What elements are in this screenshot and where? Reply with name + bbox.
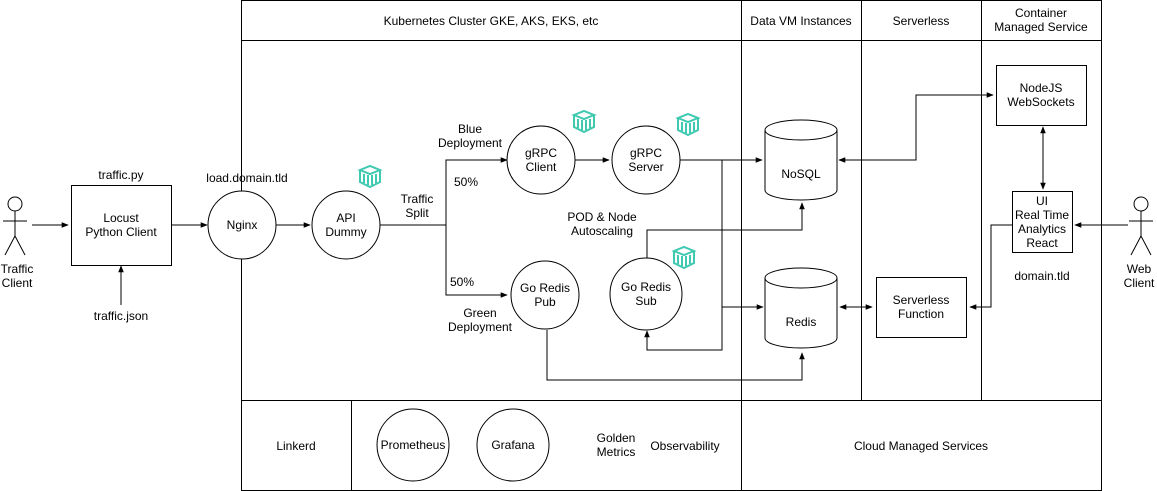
nosql-node-label: NoSQL	[781, 167, 821, 181]
ui-box	[1012, 191, 1073, 253]
edge-pub-redis	[546, 330, 805, 381]
nginx-node-label: Nginx	[226, 218, 258, 232]
nodejs-node-label: NodeJS WebSockets	[1007, 81, 1075, 109]
load-domain-label: load.domain.tld	[206, 171, 288, 185]
edge-nosql-nodejs	[838, 92, 994, 163]
grafana-circle	[476, 408, 550, 482]
autoscaling-label: POD & Node Autoscaling	[567, 210, 637, 238]
api-dummy-node-label: API Dummy	[325, 211, 367, 239]
header-serverless: Serverless	[892, 14, 950, 28]
kubernetes-pod-icon	[357, 165, 383, 189]
golden-metrics-label: Golden Metrics	[596, 431, 636, 459]
web-client-label: Web Client	[1123, 262, 1155, 290]
serverless-function-box	[876, 277, 967, 338]
traffic-json-label: traffic.json	[93, 309, 149, 323]
domain-label: domain.tld	[1014, 269, 1070, 283]
connectors	[32, 92, 1128, 381]
serverless-function-node-label: Serverless Function	[892, 293, 950, 321]
locust-box	[71, 185, 172, 266]
edge-sub-nosql	[646, 202, 805, 258]
redis-cylinder	[764, 278, 838, 349]
header-data-vm: Data VM Instances	[750, 14, 852, 28]
green-percent-label: 50%	[449, 275, 475, 289]
observability-label: Observability	[650, 439, 720, 453]
cloud-managed-label: Cloud Managed Services	[853, 439, 989, 453]
go-redis-sub-circle	[609, 257, 683, 331]
go-redis-sub-node-label: Go Redis Sub	[620, 280, 672, 308]
go-redis-pub-node-label: Go Redis Pub	[519, 281, 571, 309]
grpc-client-node-label: gRPC Client	[524, 146, 557, 174]
nosql-cylinder	[764, 130, 838, 201]
grpc-server-circle	[611, 125, 681, 195]
grpc-server-node-label: gRPC Server	[628, 146, 664, 174]
ui-node-label: UI Real Time Analytics React	[1014, 193, 1070, 250]
traffic-client-actor	[3, 196, 27, 256]
edge-autoscale-sub	[644, 160, 723, 351]
edge-split-green	[445, 225, 508, 298]
go-redis-pub-circle	[510, 260, 580, 330]
prometheus-circle	[376, 408, 450, 482]
edge-ui-serverless	[969, 224, 1012, 310]
traffic-split-label: Traffic Split	[400, 192, 434, 220]
prometheus-node-label: Prometheus	[380, 438, 446, 452]
header-kubernetes: Kubernetes Cluster GKE, AKS, EKS, etc	[383, 14, 599, 28]
kubernetes-pod-icon	[571, 110, 597, 134]
redis-node-label: Redis	[785, 315, 817, 329]
nodejs-box	[996, 65, 1087, 126]
blue-percent-label: 50%	[453, 175, 479, 189]
traffic-client-label: Traffic Client	[0, 262, 34, 290]
nosql-cylinder-top	[764, 119, 838, 141]
redis-cylinder-top	[764, 267, 838, 289]
nginx-circle	[207, 190, 277, 260]
traffic-py-label: traffic.py	[98, 168, 144, 182]
linkerd-label: Linkerd	[276, 439, 316, 453]
locust-node-label: Locust Python Client	[85, 211, 157, 239]
shapes	[71, 65, 1087, 482]
blue-deployment-label: Blue Deployment	[437, 122, 503, 150]
header-container: Container Managed Service	[994, 6, 1088, 34]
grafana-node-label: Grafana	[491, 438, 535, 452]
web-client-actor	[1129, 196, 1153, 256]
grpc-client-circle	[506, 125, 576, 195]
green-deployment-label: Green Deployment	[447, 306, 513, 334]
edge-split-blue	[445, 157, 508, 225]
api-dummy-circle	[311, 190, 381, 260]
